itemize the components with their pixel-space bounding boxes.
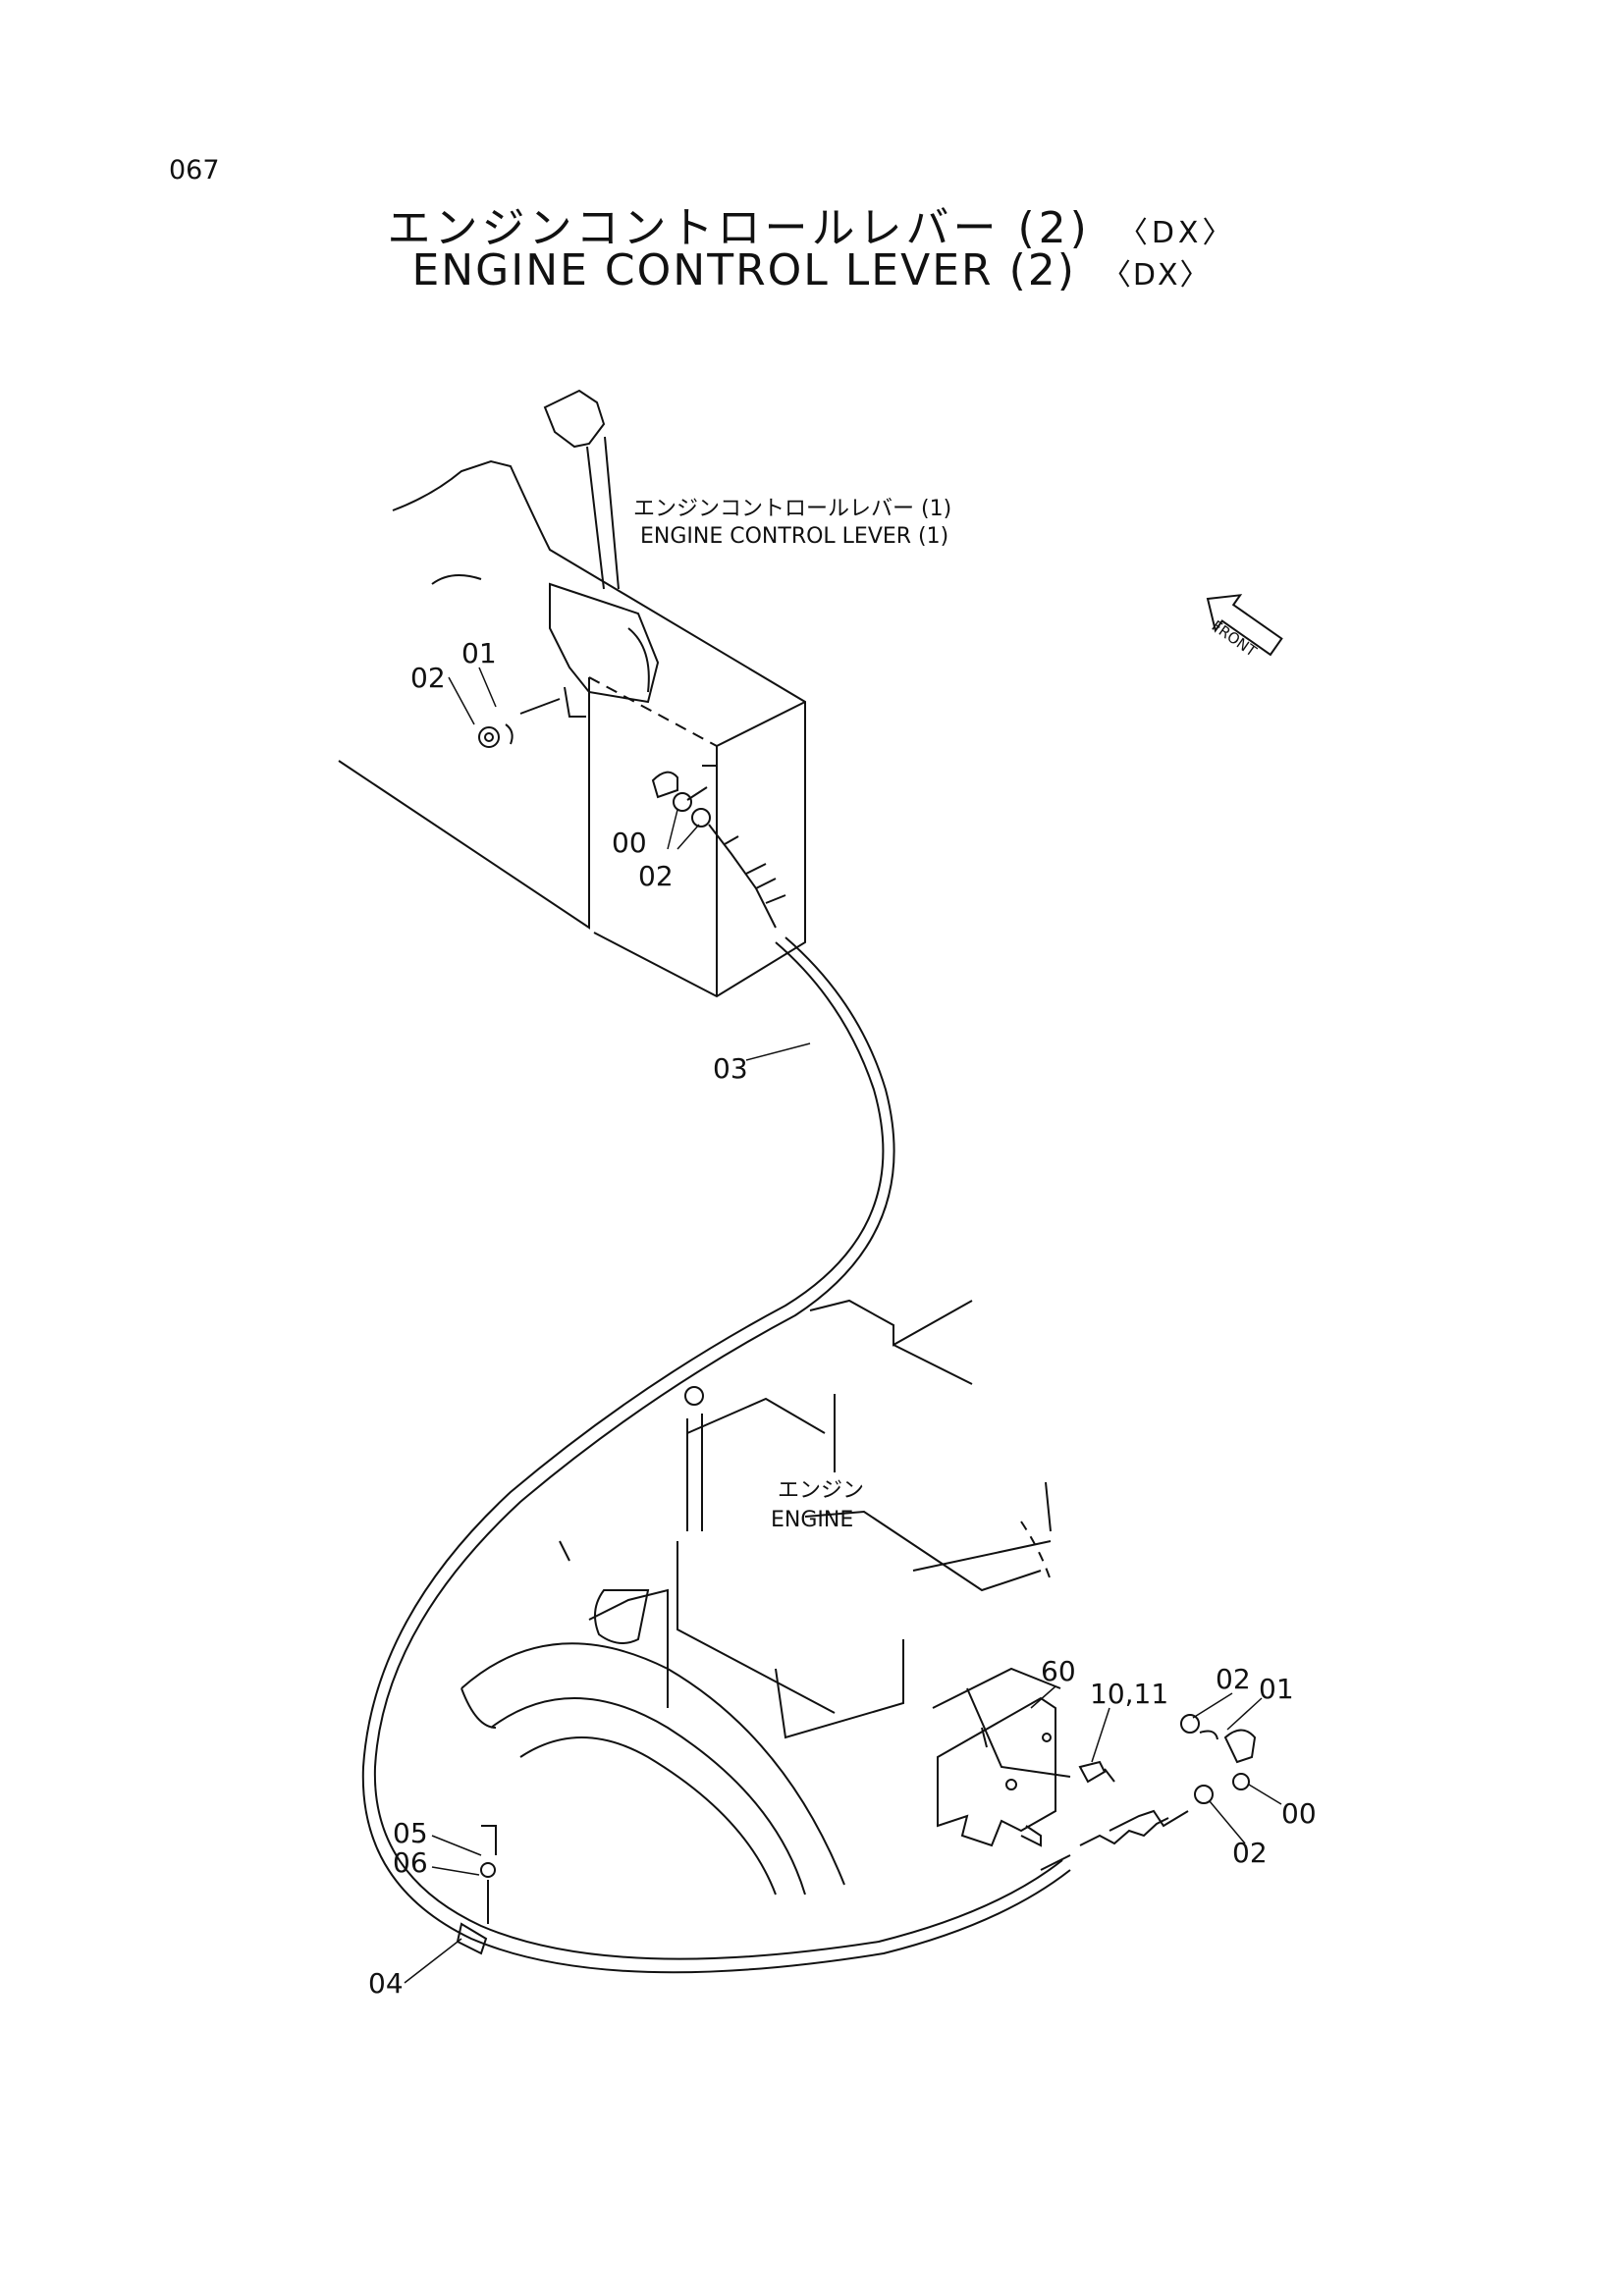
callout-01-lower: 01	[1259, 1673, 1294, 1705]
cable-clamp	[456, 1825, 497, 1955]
title-english-variant: 〈DX〉	[1101, 258, 1212, 293]
callout-02-upper-right: 02	[638, 860, 674, 892]
callout-02-lower-top: 02	[1216, 1663, 1251, 1695]
title-english-text: ENGINE CONTROL LEVER	[411, 245, 994, 295]
callout-01-upper: 01	[461, 637, 497, 669]
front-direction-arrow	[1206, 594, 1283, 657]
callout-02-upper-left: 02	[410, 662, 446, 694]
title-japanese-number: (2)	[1017, 203, 1091, 253]
callout-03-cable: 03	[713, 1052, 748, 1085]
callout-04-clamp: 04	[368, 1967, 404, 2000]
title-japanese-variant: 〈DX〉	[1117, 216, 1236, 250]
callout-06-washer: 06	[393, 1846, 428, 1879]
callout-00-upper: 00	[612, 827, 647, 859]
callout-02-lower-bottom: 02	[1232, 1837, 1268, 1869]
engine-outline	[559, 1299, 1071, 1778]
title-english-number: (2)	[1008, 245, 1076, 295]
engine-note-english: ENGINE	[771, 1508, 853, 1532]
engine-note-japanese: エンジン	[778, 1478, 864, 1503]
console-box-outline	[338, 459, 806, 998]
callout-10-11-bolt: 10,11	[1090, 1678, 1168, 1710]
front-arrow-label: FRONT	[1209, 617, 1261, 662]
title-japanese-text: エンジンコントロールレバー	[387, 203, 1001, 253]
mounting-bracket	[937, 1696, 1056, 1847]
lever-note-japanese: エンジンコントロールレバー (1)	[633, 497, 951, 521]
control-lever	[543, 389, 660, 718]
title-english: ENGINE CONTROL LEVER (2) 〈DX〉	[0, 245, 1623, 295]
leader-lines	[404, 667, 1282, 1984]
upper-fittings	[478, 698, 786, 929]
title-japanese: エンジンコントロールレバー (2) 〈DX〉	[0, 192, 1623, 255]
callout-00-lower: 00	[1281, 1797, 1317, 1830]
callout-05-bolt: 05	[393, 1817, 428, 1849]
control-cable	[361, 936, 1071, 1974]
lever-note-english: ENGINE CONTROL LEVER (1)	[640, 524, 948, 549]
lower-fittings	[1040, 1714, 1257, 1871]
callout-60-bracket: 60	[1041, 1655, 1076, 1687]
flywheel-housing	[460, 1642, 845, 1896]
page-number: 067	[169, 155, 220, 186]
